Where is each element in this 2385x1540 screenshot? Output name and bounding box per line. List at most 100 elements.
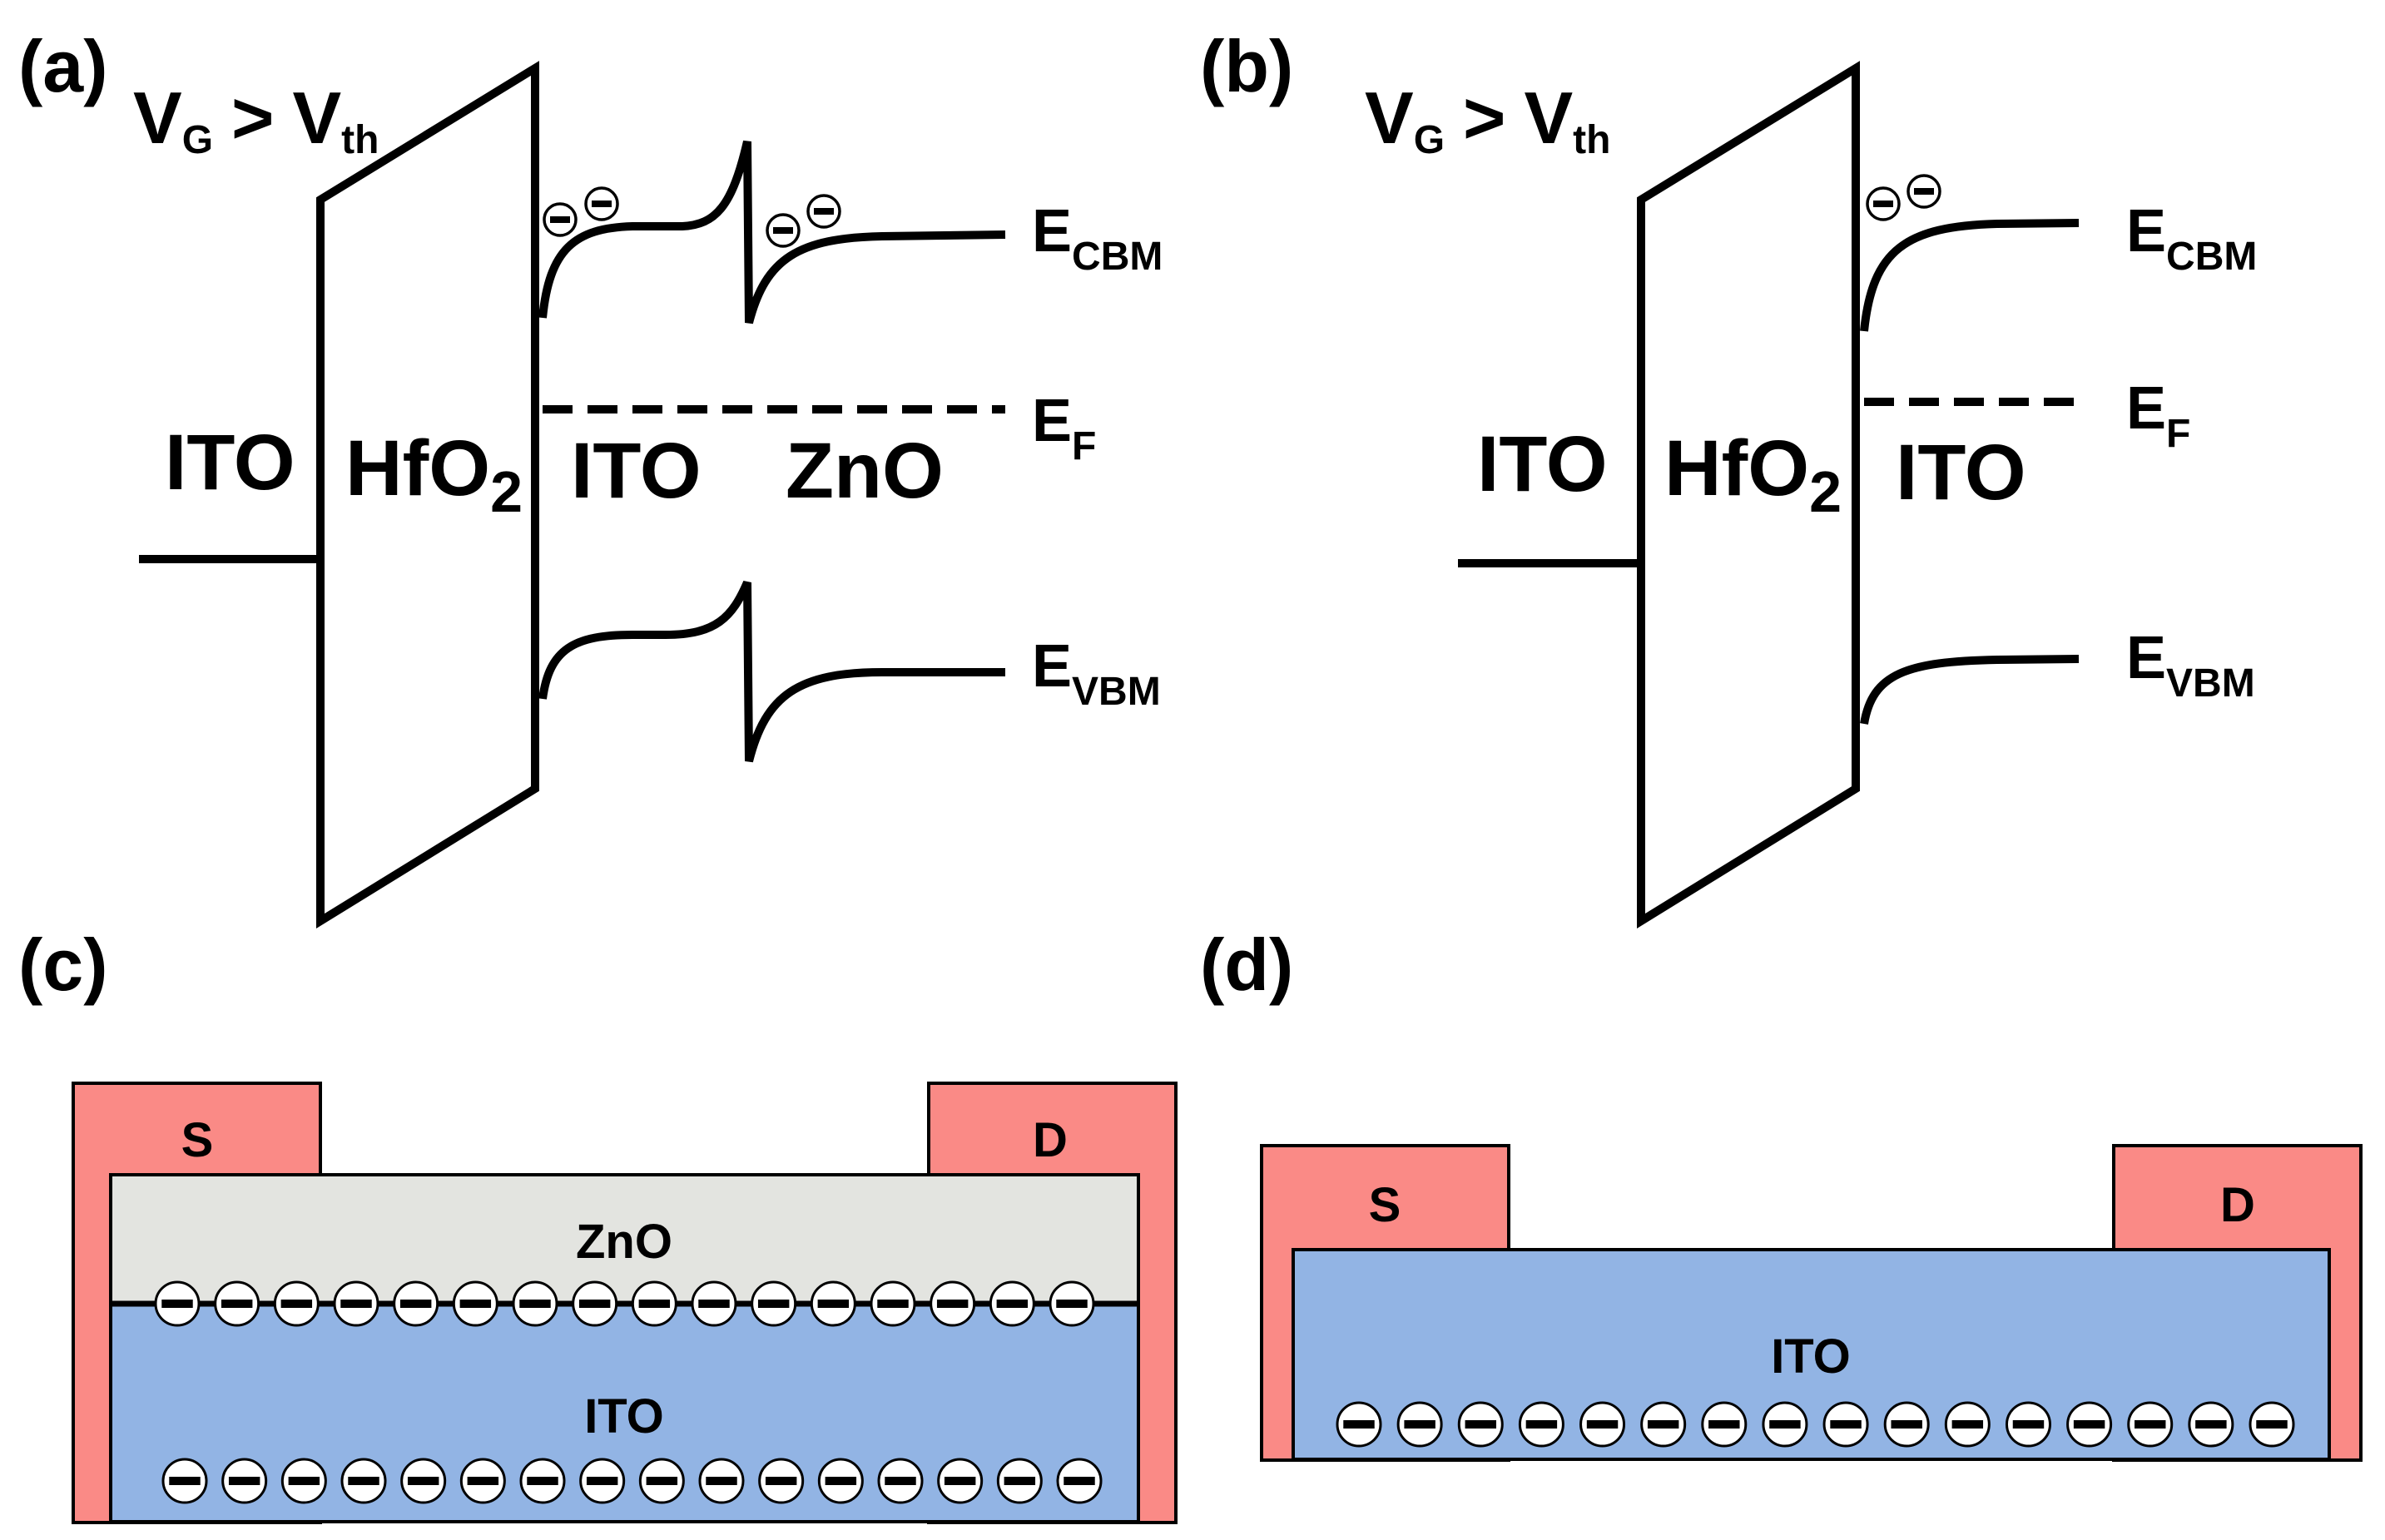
- electron-minus-bar: [936, 1300, 969, 1308]
- electron-minus-icon: [810, 1280, 856, 1327]
- electron-minus-icon: [333, 1280, 379, 1327]
- electron-minus-bar: [550, 216, 570, 223]
- electron-minus-icon: [572, 1280, 618, 1327]
- electron-minus-bar: [1914, 188, 1934, 195]
- electron-minus-icon: [758, 1458, 805, 1504]
- panel-b-hfo2-barrier: [1637, 61, 1860, 928]
- electron-minus-icon: [870, 1280, 916, 1327]
- electron-minus-icon: [806, 194, 841, 229]
- panel-d-tag: (d): [1200, 924, 1293, 1006]
- electron-minus-bar: [877, 1300, 909, 1308]
- electron-minus-icon: [519, 1458, 566, 1504]
- electron-minus-bar: [814, 208, 834, 215]
- electron-minus-icon: [1049, 1280, 1095, 1327]
- panel-a-hfo2-label: HfO2: [345, 424, 523, 524]
- electron-minus-bar: [1891, 1420, 1922, 1429]
- electron-minus-bar: [407, 1477, 439, 1485]
- electron-minus-bar: [459, 1300, 492, 1308]
- panel-a-tag: (a): [18, 25, 108, 107]
- electron-minus-bar: [646, 1477, 678, 1485]
- electron-minus-icon: [2188, 1401, 2234, 1448]
- electron-minus-bar: [2135, 1420, 2166, 1429]
- panel-b-conduction-band: [1860, 219, 2080, 332]
- electron-minus-icon: [930, 1280, 976, 1327]
- electron-minus-bar: [757, 1300, 790, 1308]
- electron-minus-bar: [348, 1477, 379, 1485]
- panel-a-hfo2-barrier: [316, 61, 539, 928]
- panel-c-zno-label: ZnO: [576, 1215, 672, 1269]
- electron-minus-bar: [1465, 1420, 1496, 1429]
- panel-c-zno-layer: [109, 1173, 1140, 1305]
- electron-minus-icon: [996, 1458, 1043, 1504]
- panel-a-valence-band: [538, 581, 1005, 763]
- electron-minus-icon: [400, 1458, 447, 1504]
- panel-b-evbm-label: EVBM: [2126, 625, 2255, 706]
- electron-minus-icon: [1822, 1401, 1869, 1448]
- panel-c-interface-electrons: [154, 1280, 1095, 1327]
- panel-b-ecbm-label: ECBM: [2126, 198, 2257, 279]
- electron-minus-icon: [543, 202, 578, 237]
- panel-b-bias-label: VG>Vth: [1365, 77, 1610, 162]
- electron-minus-icon: [452, 1280, 498, 1327]
- panel-d-channel-electrons: [1336, 1401, 2295, 1448]
- panel-b-valence-band: [1860, 655, 2080, 725]
- electron-minus-bar: [1873, 201, 1893, 207]
- panel-d: (d) S D ITO: [1200, 924, 2363, 1462]
- electron-minus-icon: [1640, 1401, 1687, 1448]
- electron-minus-icon: [2127, 1401, 2174, 1448]
- electron-minus-icon: [1056, 1458, 1103, 1504]
- electron-minus-icon: [214, 1280, 260, 1327]
- electron-minus-bar: [885, 1477, 916, 1485]
- electron-minus-bar: [592, 201, 612, 207]
- panel-a: (a) VG>Vth ITO HfO2 ITO ZnO ECBM EF EVBM: [18, 25, 1163, 928]
- panel-a-zno-label: ZnO: [786, 427, 944, 515]
- electron-minus-bar: [2012, 1420, 2045, 1429]
- electron-minus-bar: [1769, 1420, 1801, 1429]
- electron-minus-icon: [1944, 1401, 1991, 1448]
- electron-minus-bar: [638, 1300, 671, 1308]
- electron-minus-bar: [586, 1477, 618, 1485]
- electron-minus-bar: [698, 1300, 730, 1308]
- electron-minus-icon: [584, 186, 619, 221]
- electron-minus-icon: [2066, 1401, 2113, 1448]
- panel-a-bias-label: VG>Vth: [133, 77, 379, 162]
- panel-c-source-label: S: [181, 1113, 214, 1167]
- electron-minus-bar: [169, 1477, 201, 1485]
- electron-minus-icon: [280, 1458, 327, 1504]
- electron-minus-icon: [512, 1280, 558, 1327]
- electron-minus-icon: [698, 1458, 745, 1504]
- electron-minus-bar: [519, 1300, 551, 1308]
- electron-minus-bar: [996, 1300, 1029, 1308]
- panel-a-evbm-label: EVBM: [1032, 633, 1161, 714]
- electron-minus-icon: [1762, 1401, 1808, 1448]
- electron-minus-bar: [817, 1300, 850, 1308]
- panel-c-ito-label: ITO: [584, 1389, 664, 1443]
- electron-minus-bar: [280, 1300, 313, 1308]
- panel-c-bulk-electrons: [161, 1458, 1103, 1504]
- electron-minus-bar: [228, 1477, 260, 1485]
- electron-minus-icon: [817, 1458, 864, 1504]
- electron-minus-icon: [631, 1280, 677, 1327]
- panel-a-ef-label: EF: [1032, 388, 1096, 468]
- electron-minus-icon: [1518, 1401, 1564, 1448]
- electron-minus-icon: [273, 1280, 320, 1327]
- panel-b-ef-label: EF: [2126, 375, 2190, 456]
- electron-minus-bar: [1586, 1420, 1619, 1429]
- electron-minus-icon: [1457, 1401, 1504, 1448]
- electron-minus-bar: [2256, 1420, 2288, 1429]
- electron-minus-icon: [340, 1458, 387, 1504]
- electron-minus-bar: [1004, 1477, 1036, 1485]
- electron-minus-bar: [578, 1300, 611, 1308]
- electron-minus-icon: [161, 1458, 208, 1504]
- electron-minus-bar: [765, 1477, 797, 1485]
- electron-minus-icon: [1336, 1401, 1382, 1448]
- electron-minus-icon: [221, 1458, 268, 1504]
- electron-minus-bar: [1708, 1420, 1740, 1429]
- electron-minus-bar: [221, 1300, 253, 1308]
- electron-minus-bar: [773, 227, 793, 234]
- electron-minus-icon: [154, 1280, 201, 1327]
- panel-c-drain-label: D: [1033, 1113, 1068, 1167]
- electron-minus-bar: [2073, 1420, 2105, 1429]
- electron-minus-bar: [825, 1477, 857, 1485]
- electron-minus-icon: [1396, 1401, 1443, 1448]
